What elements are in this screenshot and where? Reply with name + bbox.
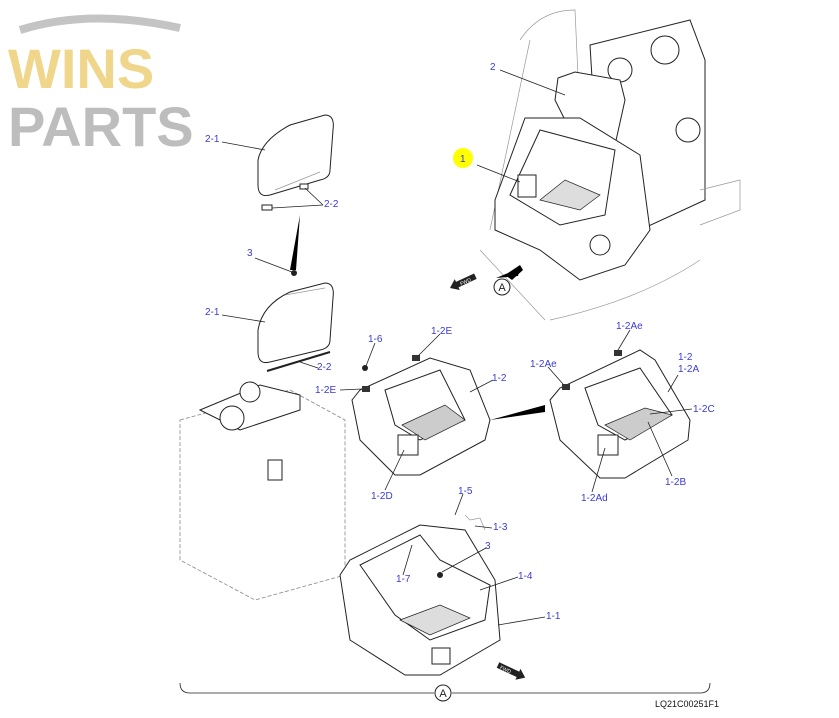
cover-2-1-lower-drawing (257, 282, 334, 372)
callout-2[interactable]: 2 (490, 62, 496, 73)
view-marker-label: A (498, 282, 506, 294)
callout-1-2Ad[interactable]: 1-2Ad (581, 493, 608, 504)
cover-2-1-upper-drawing (257, 114, 334, 276)
view-arrow (496, 268, 520, 278)
view-marker-a-top: A (493, 278, 511, 296)
fwd-arrow-top: FWD (450, 273, 477, 291)
drawing-code: LQ21C00251F1 (655, 699, 719, 709)
callout-2-2[interactable]: 2-2 (317, 362, 332, 373)
callout-2-2[interactable]: 2-2 (324, 199, 339, 210)
callout-1-2B[interactable]: 1-2B (665, 477, 686, 488)
assembly-1-2-drawing (351, 355, 545, 476)
callout-1-4[interactable]: 1-4 (518, 571, 533, 582)
callout-3[interactable]: 3 (485, 541, 491, 552)
callout-2-1[interactable]: 2-1 (205, 134, 220, 145)
highlight-marker (453, 148, 473, 168)
callout-1-2E[interactable]: 1-2E (431, 326, 452, 337)
assembly-1-1-drawing (339, 514, 501, 676)
watermark-text-parts: PARTS (8, 95, 194, 158)
callout-1-2Ae[interactable]: 1-2Ae (530, 359, 557, 370)
callout-3[interactable]: 3 (247, 248, 253, 259)
watermark: WINS PARTS (8, 14, 194, 158)
fwd-label: FWD (499, 665, 512, 675)
callout-1-5[interactable]: 1-5 (458, 486, 473, 497)
callout-1-1[interactable]: 1-1 (546, 611, 561, 622)
fwd-arrow-bottom: FWD (496, 662, 526, 680)
view-marker-label: A (439, 688, 447, 700)
view-bracket: A (179, 682, 711, 702)
watermark-text-wins: WINS (8, 37, 154, 100)
tank-drawing (179, 381, 346, 601)
callout-1-2[interactable]: 1-2 (678, 352, 693, 363)
callout-1-3[interactable]: 1-3 (493, 522, 508, 533)
callout-1-2A[interactable]: 1-2A (678, 364, 699, 375)
callout-1-7[interactable]: 1-7 (396, 574, 411, 585)
callout-1-2D[interactable]: 1-2D (371, 491, 393, 502)
callout-1-6[interactable]: 1-6 (368, 334, 383, 345)
callout-1[interactable]: 1 (460, 154, 466, 165)
leader-lines (221, 69, 693, 626)
callout-1-2Ae[interactable]: 1-2Ae (616, 321, 643, 332)
callout-1-2E[interactable]: 1-2E (315, 385, 336, 396)
assembly-1-drawing (494, 71, 651, 281)
fwd-label: FWD (459, 277, 472, 287)
callout-1-2C[interactable]: 1-2C (693, 404, 715, 415)
assembly-1-2-detail-drawing (549, 349, 691, 479)
callout-2-1[interactable]: 2-1 (205, 307, 220, 318)
callout-1-2[interactable]: 1-2 (492, 373, 507, 384)
callout-labels: 2 1 2-1 2-2 3 2-1 2-2 1-6 1-2E 1-2E 1-2 … (205, 62, 715, 622)
